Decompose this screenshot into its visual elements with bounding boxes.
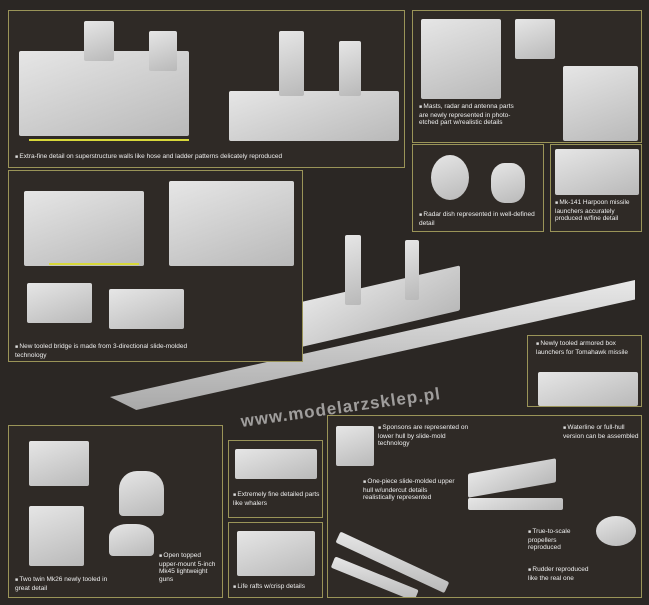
caption-bridge: New tooled bridge is made from 3-directi… [15,343,195,359]
photo-etched-mast [421,19,501,99]
bridge-model [24,191,144,266]
mast-3 [279,31,304,96]
panel-weapons: Two twin Mk26 newly tooled in great deta… [8,425,223,598]
caption-mk26: Two twin Mk26 newly tooled in great deta… [15,576,115,592]
antenna-detail [515,19,555,59]
mk26-launcher-2 [29,506,84,566]
superstructure-model-2 [229,91,399,141]
panel-hull: Sponsons are represented on lower hull b… [327,415,642,598]
tomahawk-launcher [538,372,638,406]
whaler-boat [235,449,317,479]
caption-upper-hull: One-piece slide-molded upper hull w/unde… [363,478,458,502]
caption-propellers: True-to-scale propellers reproduced [528,528,590,552]
propeller [596,516,636,546]
radar-dish-1 [431,155,469,200]
caption-sponsons: Sponsons are represented on lower hull b… [378,424,478,448]
caption-rudder: Rudder reproduced like the real one [528,566,593,582]
main-ship-mast-fore [345,235,361,305]
caption-waterline: Waterline or full-hull version can be as… [563,424,639,440]
panel-superstructure: Extra-fine detail on superstructure wall… [8,10,405,168]
mast-model [563,66,638,141]
caption-harpoon: Mk-141 Harpoon missile launchers accurat… [555,199,641,223]
ship-stand [468,498,563,510]
harpoon-launcher [555,149,639,195]
radar-dish-2 [491,163,525,203]
caption-tomahawk: Newly tooled armored box launchers for T… [536,340,636,356]
main-ship-mast-aft [405,240,419,300]
panel-whalers: Extremely fine detailed parts like whale… [228,440,323,518]
mast-4 [339,41,361,96]
caption-whalers: Extremely fine detailed parts like whale… [233,491,321,507]
bridge-part-2 [109,289,184,329]
panel-masts: Masts, radar and antenna parts are newly… [412,10,642,143]
panel-tomahawk: Newly tooled armored box launchers for T… [527,335,642,407]
mast-1 [84,21,114,61]
panel-harpoon: Mk-141 Harpoon missile launchers accurat… [550,144,642,232]
mast-2 [149,31,177,71]
panel-radar-dish: Radar dish represented in well-defined d… [412,144,544,232]
mk45-gun-1 [119,471,164,516]
waterline-ship [468,458,556,498]
caption-radar-dish: Radar dish represented in well-defined d… [419,211,539,227]
caption-mk45: Open topped upper-mount 5-inch Mk45 ligh… [159,552,221,583]
caption-life-rafts: Life rafts w/crisp details [233,583,321,592]
panel-life-rafts: Life rafts w/crisp details [228,522,323,598]
panel-bridge: New tooled bridge is made from 3-directi… [8,170,303,362]
bridge-closeup [169,181,294,266]
caption-masts: Masts, radar and antenna parts are newly… [419,103,519,127]
mk26-launcher-1 [29,441,89,486]
mk45-gun-2 [109,524,154,556]
bridge-part-1 [27,283,92,323]
sponson-detail [336,426,374,466]
life-raft-rack [237,531,315,576]
caption-superstructure: Extra-fine detail on superstructure wall… [15,153,404,162]
